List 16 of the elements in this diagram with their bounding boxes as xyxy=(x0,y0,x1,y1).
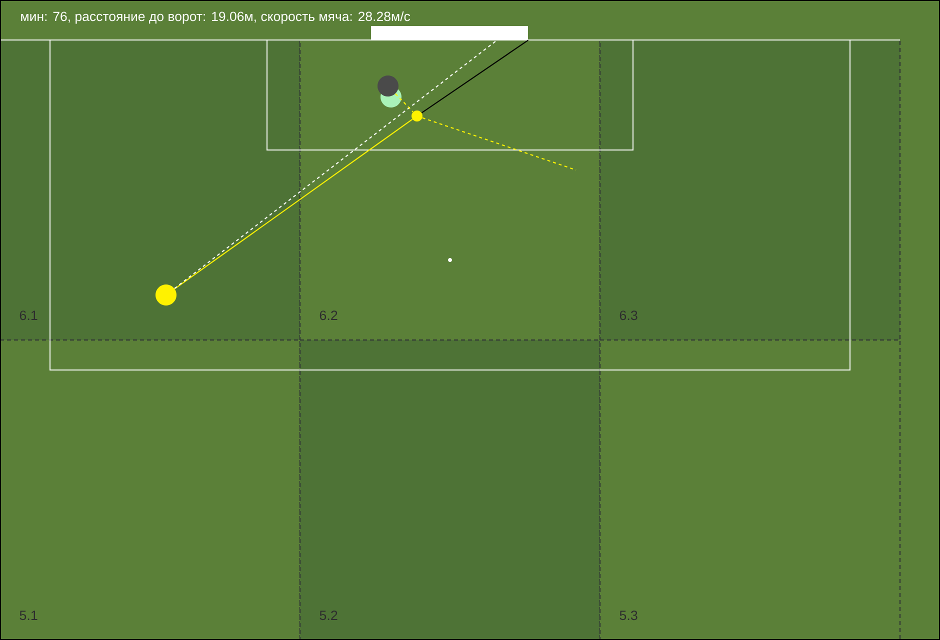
dashed-line xyxy=(395,93,414,112)
ball-marker xyxy=(412,110,422,122)
field-zone: 5.1 xyxy=(0,340,300,640)
ball-path-line xyxy=(421,40,529,114)
ball-path-line xyxy=(174,118,413,290)
player-marker xyxy=(378,76,398,96)
field-zone: 5.3 xyxy=(600,340,900,640)
title: мин: 76, расстояние до ворот: 19.06м, скорость мяча: 28.28м/с xyxy=(21,11,410,24)
field-zone: 5.2 xyxy=(300,340,600,640)
field-zone: 6.3 xyxy=(600,40,900,340)
field-zone: 6.2 xyxy=(300,40,600,340)
dashed-line xyxy=(174,40,498,289)
goal xyxy=(371,26,528,40)
dashed-line xyxy=(422,117,576,171)
field-zone: 6.1 xyxy=(0,40,300,340)
shot-marker xyxy=(156,284,176,306)
